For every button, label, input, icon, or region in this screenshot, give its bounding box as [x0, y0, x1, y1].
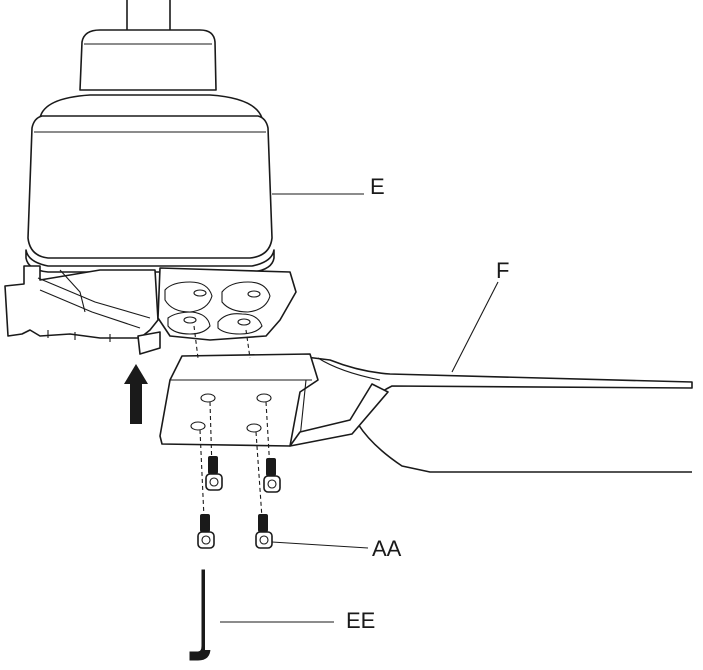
downrod — [126, 0, 171, 33]
screw-lower-right — [255, 514, 273, 549]
screw-upper-left — [205, 456, 223, 491]
label-e: E — [370, 174, 385, 199]
screw-lower-left — [197, 514, 215, 549]
screw-upper-right — [263, 458, 281, 493]
motor-housing — [25, 29, 275, 273]
label-aa: AA — [372, 536, 402, 561]
hex-key — [189, 568, 211, 661]
label-f: F — [496, 258, 509, 283]
up-arrow-icon — [124, 364, 148, 424]
blade-bracket — [4, 265, 297, 355]
fan-blade — [159, 353, 693, 473]
leader-lines — [220, 193, 499, 623]
label-ee: EE — [346, 608, 375, 633]
